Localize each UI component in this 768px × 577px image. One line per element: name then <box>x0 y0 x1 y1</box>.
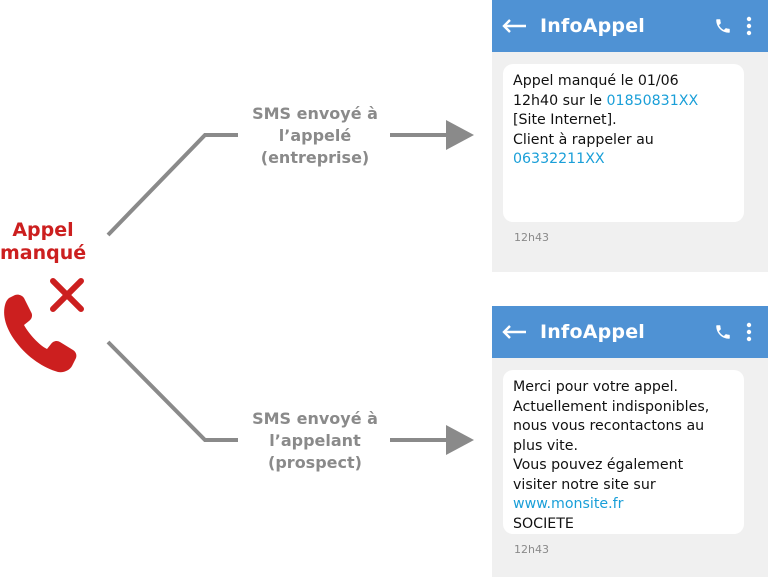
branch-label-line: SMS envoyé à <box>252 409 378 428</box>
sms-screen-prospect: InfoAppel Merci pour votre appel. Actuel… <box>492 306 768 577</box>
website-link[interactable]: www.monsite.fr <box>513 496 624 512</box>
back-arrow-icon[interactable] <box>502 19 528 33</box>
back-arrow-icon[interactable] <box>502 325 528 339</box>
message-signature: SOCIETE <box>513 515 574 532</box>
more-vertical-icon[interactable] <box>746 16 752 36</box>
cross-icon <box>50 278 84 312</box>
message-bubble: Appel manqué le 01/06 12h40 sur le 01850… <box>503 64 744 222</box>
message-line: visiter notre site sur <box>513 476 656 493</box>
lower-arrow <box>390 425 474 455</box>
app-title: InfoAppel <box>540 321 646 343</box>
message-line: [Site Internet]. <box>513 112 617 128</box>
branch-label-line: SMS envoyé à <box>252 104 378 123</box>
upper-connector <box>106 133 238 237</box>
upper-branch-label: SMS envoyé à l’appelé (entreprise) <box>240 103 390 169</box>
branch-label-line: (entreprise) <box>260 148 370 167</box>
lower-branch-label: SMS envoyé à l’appelant (prospect) <box>240 408 390 474</box>
client-number-link[interactable]: 06332211XX <box>513 151 605 167</box>
phone-handset-icon <box>4 294 77 373</box>
branch-label-line: l’appelé <box>278 126 352 145</box>
call-icon[interactable] <box>714 323 732 341</box>
call-icon[interactable] <box>714 17 732 35</box>
message-line: Actuellement indisponibles, <box>513 398 710 415</box>
message-bubble: Merci pour votre appel. Actuellement ind… <box>503 370 744 534</box>
message-line: Merci pour votre appel. <box>513 379 679 395</box>
missed-call-line2: manqué <box>0 242 87 264</box>
message-time: 12h43 <box>514 543 549 556</box>
upper-arrow <box>390 120 474 150</box>
message-text: 12h40 sur le <box>513 92 607 109</box>
app-bar: InfoAppel <box>492 306 768 358</box>
message-line: Appel manqué le 01/06 <box>513 73 679 89</box>
missed-call-line1: Appel <box>12 219 74 241</box>
missed-call-graphic <box>0 276 96 376</box>
message-line: nous vous recontactons au <box>513 418 705 434</box>
app-title: InfoAppel <box>540 15 646 37</box>
branch-label-line: l’appelant <box>269 431 361 450</box>
message-line: 12h40 sur le 01850831XX <box>513 92 732 112</box>
phone-number-link[interactable]: 01850831XX <box>606 92 699 109</box>
branch-label-line: (prospect) <box>268 453 362 472</box>
message-time: 12h43 <box>514 231 549 244</box>
message-line: Vous pouvez également <box>513 457 684 473</box>
more-vertical-icon[interactable] <box>746 322 752 342</box>
sms-screen-business: InfoAppel Appel manqué le 01/06 12h40 su… <box>492 0 768 272</box>
lower-connector <box>106 340 238 442</box>
missed-call-label: Appel manqué <box>0 219 86 265</box>
app-bar: InfoAppel <box>492 0 768 52</box>
message-line: plus vite. <box>513 437 578 454</box>
message-line: Client à rappeler au <box>513 131 654 148</box>
